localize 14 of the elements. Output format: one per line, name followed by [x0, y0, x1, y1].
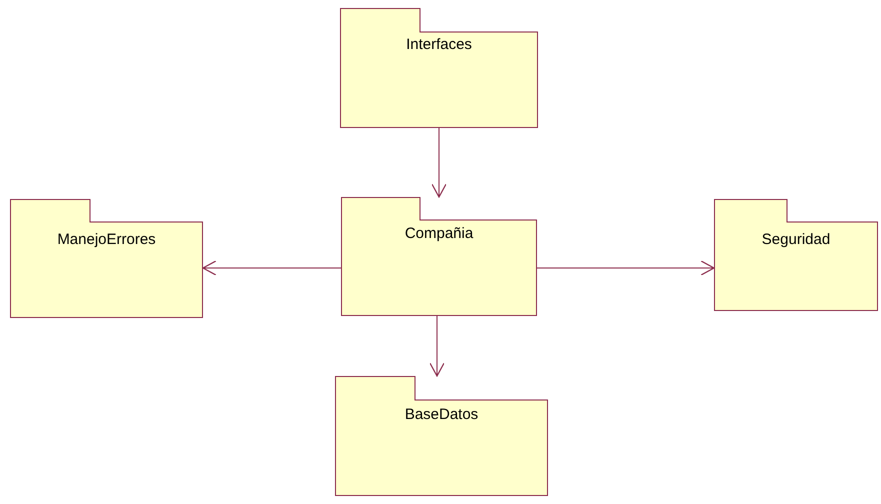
package-shape	[714, 199, 878, 311]
package-name: Compañia	[404, 225, 474, 242]
arrow	[202, 260, 342, 276]
arrow	[429, 316, 445, 377]
arrow	[536, 260, 715, 276]
package-shape	[10, 199, 203, 318]
package-name: Interfaces	[405, 36, 473, 53]
arrow	[431, 128, 447, 198]
package-name: ManejoErrores	[56, 231, 157, 248]
package-shape	[341, 197, 537, 316]
package-shape	[340, 8, 538, 128]
package-name: Seguridad	[760, 231, 832, 248]
package-shape	[335, 376, 548, 496]
package-name: BaseDatos	[404, 406, 480, 423]
